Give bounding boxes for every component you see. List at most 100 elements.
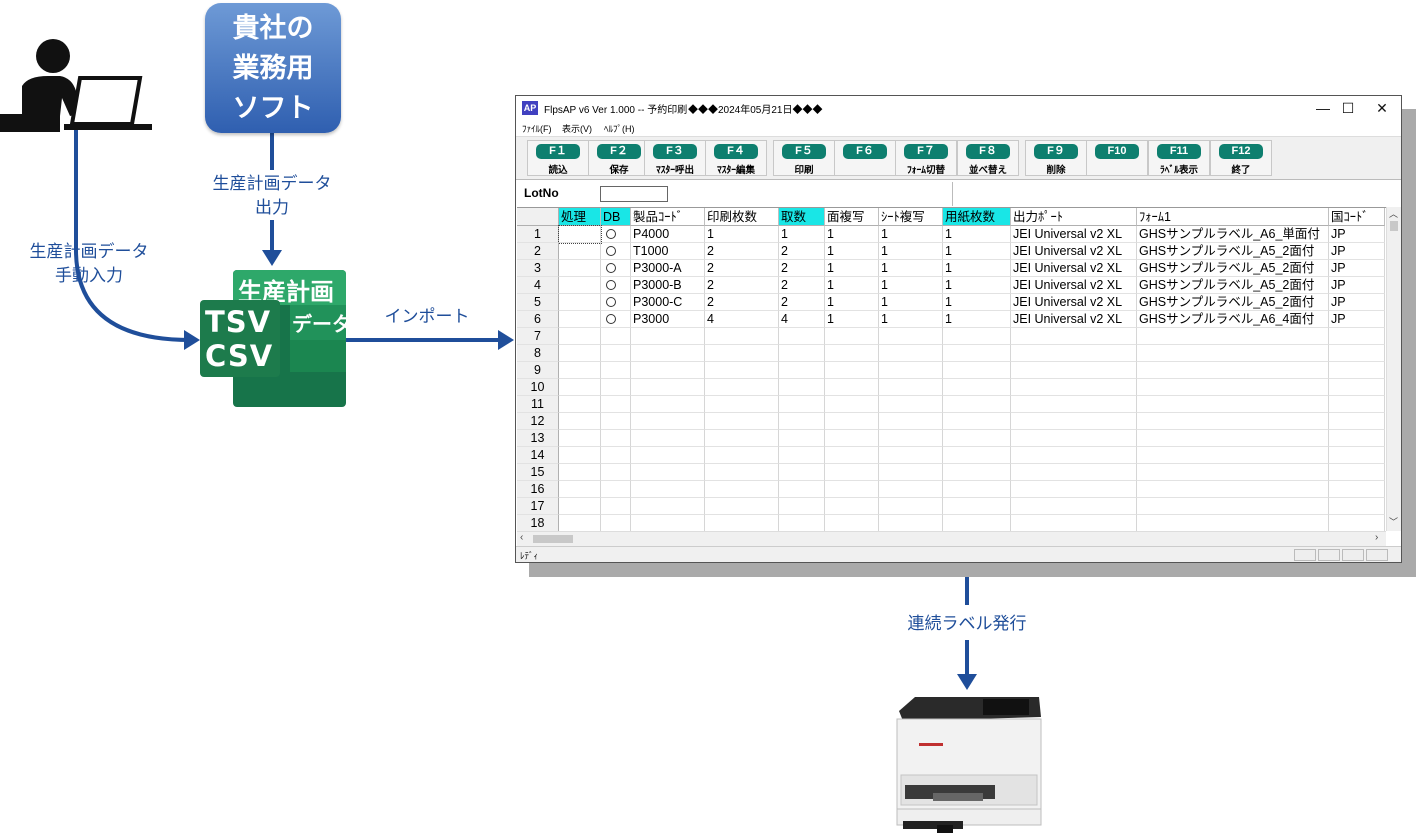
grid-cell-port[interactable] (1011, 464, 1137, 481)
grid-cell-port[interactable] (1011, 379, 1137, 396)
column-header[interactable]: 印刷枚数 (705, 208, 779, 226)
grid-cell-form[interactable] (1137, 498, 1329, 515)
grid-cell-paper[interactable] (943, 464, 1011, 481)
grid-cell-paper[interactable] (943, 379, 1011, 396)
grid-cell-face[interactable] (825, 430, 879, 447)
grid-cell-take[interactable] (779, 413, 825, 430)
process-cell[interactable] (559, 430, 601, 447)
grid-cell-face[interactable] (825, 464, 879, 481)
grid-cell-paper[interactable]: 1 (943, 311, 1011, 328)
grid-cell-code[interactable] (631, 481, 705, 498)
grid-cell-form[interactable]: GHSサンプルラベル_A6_4面付 (1137, 311, 1329, 328)
grid-cell-paper[interactable]: 1 (943, 260, 1011, 277)
horizontal-scrollbar[interactable]: ‹ › (517, 531, 1386, 546)
grid-cell-db[interactable] (601, 515, 631, 531)
grid-cell-face[interactable] (825, 498, 879, 515)
grid-cell-db[interactable] (601, 481, 631, 498)
grid-cell-print[interactable]: 1 (705, 226, 779, 243)
grid-cell-db[interactable] (601, 294, 631, 311)
grid-cell-form[interactable]: GHSサンプルラベル_A6_単面付 (1137, 226, 1329, 243)
grid-cell-paper[interactable] (943, 447, 1011, 464)
grid-cell-db[interactable] (601, 226, 631, 243)
grid-cell-db[interactable] (601, 277, 631, 294)
grid-cell-country[interactable] (1329, 328, 1385, 345)
grid-cell-code[interactable] (631, 396, 705, 413)
grid-cell-port[interactable] (1011, 515, 1137, 531)
f6-button[interactable]: F６ (834, 140, 896, 176)
vertical-scrollbar[interactable]: ︿ ﹀ (1386, 207, 1401, 531)
grid-cell-form[interactable] (1137, 379, 1329, 396)
column-header[interactable]: 出力ﾎﾟｰﾄ (1011, 208, 1137, 226)
row-number[interactable]: 1 (517, 226, 559, 243)
grid-cell-code[interactable]: P3000-B (631, 277, 705, 294)
grid-cell-print[interactable] (705, 498, 779, 515)
grid-cell-print[interactable] (705, 481, 779, 498)
grid-cell-face[interactable] (825, 447, 879, 464)
column-header[interactable]: ﾌｫｰﾑ1 (1137, 208, 1329, 226)
grid-cell-take[interactable]: 4 (779, 311, 825, 328)
row-number[interactable]: 11 (517, 396, 559, 413)
grid-cell-db[interactable] (601, 362, 631, 379)
grid-cell-port[interactable] (1011, 396, 1137, 413)
grid-cell-code[interactable] (631, 345, 705, 362)
grid-cell-face[interactable]: 1 (825, 243, 879, 260)
grid-cell-db[interactable] (601, 311, 631, 328)
process-cell[interactable] (559, 498, 601, 515)
grid-cell-take[interactable] (779, 447, 825, 464)
grid-cell-face[interactable] (825, 328, 879, 345)
grid-cell-country[interactable]: JP (1329, 260, 1385, 277)
grid-cell-face[interactable]: 1 (825, 260, 879, 277)
grid-cell-code[interactable]: P4000 (631, 226, 705, 243)
grid-cell-paper[interactable] (943, 362, 1011, 379)
grid-cell-db[interactable] (601, 498, 631, 515)
grid-cell-face[interactable]: 1 (825, 311, 879, 328)
grid-cell-paper[interactable] (943, 430, 1011, 447)
process-cell[interactable] (559, 260, 601, 277)
grid-cell-paper[interactable] (943, 345, 1011, 362)
grid-cell-print[interactable]: 2 (705, 277, 779, 294)
column-header[interactable]: ｼｰﾄ複写 (879, 208, 943, 226)
grid-cell-port[interactable]: JEI Universal v2 XL (1011, 226, 1137, 243)
grid-cell-take[interactable]: 2 (779, 277, 825, 294)
process-cell[interactable] (559, 447, 601, 464)
column-header[interactable]: 処理 (559, 208, 601, 226)
grid-cell-country[interactable] (1329, 362, 1385, 379)
grid-cell-code[interactable] (631, 515, 705, 531)
grid-cell-db[interactable] (601, 430, 631, 447)
scroll-up-icon[interactable]: ︿ (1389, 209, 1399, 219)
grid-cell-face[interactable] (825, 362, 879, 379)
row-number[interactable]: 3 (517, 260, 559, 277)
grid-cell-sheet[interactable]: 1 (879, 243, 943, 260)
grid-cell-db[interactable] (601, 379, 631, 396)
grid-cell-print[interactable] (705, 345, 779, 362)
process-cell[interactable] (559, 345, 601, 362)
grid-cell-paper[interactable] (943, 481, 1011, 498)
grid-cell-sheet[interactable]: 1 (879, 311, 943, 328)
grid-cell-db[interactable] (601, 396, 631, 413)
grid-cell-take[interactable]: 2 (779, 260, 825, 277)
grid-cell-country[interactable] (1329, 396, 1385, 413)
grid-cell-code[interactable] (631, 498, 705, 515)
process-cell[interactable] (559, 413, 601, 430)
grid-cell-take[interactable] (779, 379, 825, 396)
grid-cell-print[interactable] (705, 328, 779, 345)
grid-cell-db[interactable] (601, 260, 631, 277)
grid-cell-form[interactable] (1137, 481, 1329, 498)
grid-cell-sheet[interactable] (879, 498, 943, 515)
row-number[interactable]: 6 (517, 311, 559, 328)
grid-cell-code[interactable]: P3000 (631, 311, 705, 328)
column-header[interactable]: 製品ｺｰﾄﾞ (631, 208, 705, 226)
grid-cell-port[interactable] (1011, 481, 1137, 498)
grid-cell-form[interactable] (1137, 464, 1329, 481)
grid-cell-sheet[interactable]: 1 (879, 260, 943, 277)
grid-cell-country[interactable] (1329, 379, 1385, 396)
grid-cell-port[interactable] (1011, 498, 1137, 515)
grid-cell-code[interactable] (631, 362, 705, 379)
grid-cell-port[interactable] (1011, 362, 1137, 379)
column-header[interactable]: 面複写 (825, 208, 879, 226)
grid-cell-form[interactable] (1137, 396, 1329, 413)
lot-number-input[interactable] (600, 186, 668, 202)
